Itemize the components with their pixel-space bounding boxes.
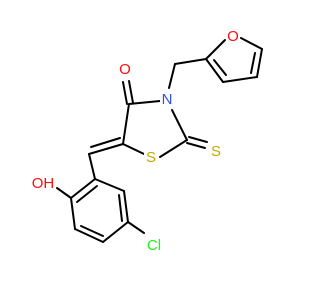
bond-c5-ch-double-a [88,143,124,155]
bond-ar-c6-c1 [94,178,125,192]
bond-c4-n3 [128,100,161,105]
bond-n3-c2 [171,109,188,141]
atom-s-thione: S [211,143,221,160]
bond-ch2-furan [174,58,207,65]
bond-furan-c3-c2-inner [213,59,227,76]
molecule-diagram: O N S S O OH Cl [31,27,263,254]
bond-ar-c3-c4-inner [80,225,104,237]
bond-furan-c4-c3 [222,76,258,83]
bond-ar-c1-c2 [70,178,96,199]
bond-ar-c1-c2-inner [76,185,98,203]
atom-o-furan: O [227,28,239,45]
bond-ar-c2-c3 [70,197,76,230]
bond-furan-c5-c4-inner [250,52,256,74]
bond-c4-o-double-b [128,80,134,104]
bond-ar-c3-c4 [74,228,104,243]
bond-s1-c5 [122,143,145,155]
atom-chlorine: Cl [147,237,161,254]
bond-ch-aryl [88,153,96,180]
bond-furan-o-c5 [240,37,263,50]
bond-ar-c5-c6-inner [118,194,123,222]
atom-o-carbonyl: O [119,61,131,78]
bond-furan-c5-c4 [256,48,263,78]
atom-s-ring: S [146,149,156,166]
atom-labels: O N S S O OH Cl [31,27,240,254]
bond-ar-cl [127,221,145,234]
bond-c5-ch-double-b [90,137,121,148]
bond-ar-c5-c6 [123,190,129,223]
bonds [56,37,263,243]
bond-c4-c5 [122,103,130,145]
bond-ar-oh [56,187,72,199]
bond-c2-s1 [159,139,188,158]
bond-furan-c2-o [205,39,226,60]
bond-furan-c3-c2 [205,58,224,83]
atom-n-ring: N [162,91,173,108]
bond-ar-c4-c5 [102,221,129,243]
bond-c4-o-double-a [122,81,128,105]
bond-n-ch2 [168,63,176,89]
bond-c2-s-double-a [188,136,208,143]
atom-hydroxyl: OH [32,175,55,192]
bond-c2-s-double-b [186,142,206,149]
